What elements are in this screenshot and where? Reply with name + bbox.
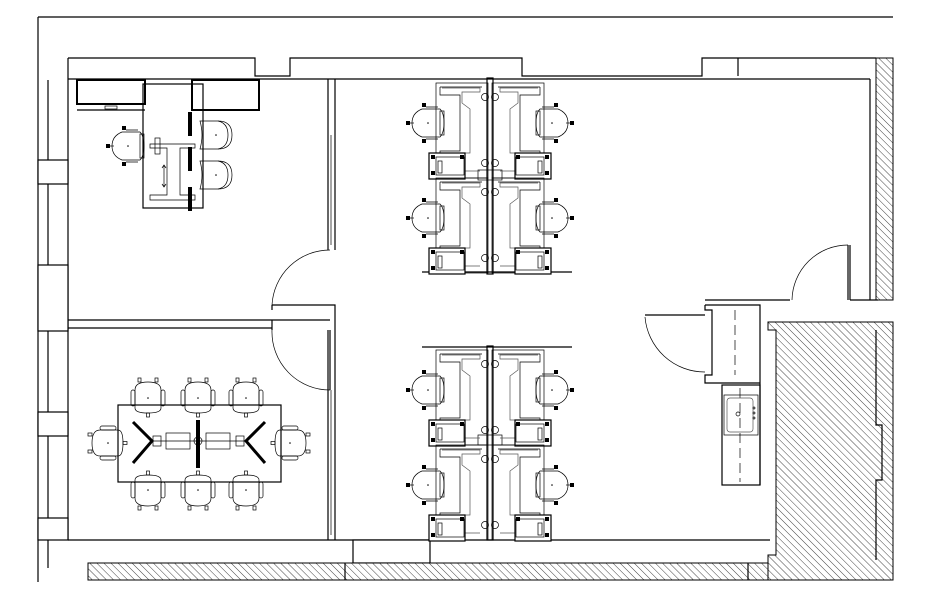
workstation-desk [428,177,490,275]
office-chair [105,125,145,167]
workstation-desk [490,177,552,275]
conference-chair [180,470,216,511]
doors [271,244,849,391]
door-kitchenette [644,314,706,373]
workstation-desk [428,82,490,180]
workstation-cluster-south [422,345,572,541]
workstation-chair [535,369,575,411]
partitions [68,79,336,540]
table-base [131,420,267,468]
workstation-chair [535,102,575,144]
conference-chair [270,425,311,461]
workstation-chair [405,464,445,506]
workstation-chair [405,369,445,411]
conference-chair [180,377,216,418]
conference-chair [228,470,264,511]
workstation-chair [405,197,445,239]
workstation-desk [428,444,490,542]
workstation-chair [535,464,575,506]
workstation-desk [428,349,490,447]
kitchenette [704,304,761,486]
door-conference-room [271,329,331,391]
workstation-desk [490,82,552,180]
workstation-desk [490,349,552,447]
workstation-desk [490,444,552,542]
conference-chair [130,377,166,418]
sink [723,394,759,436]
door-corridor [791,244,849,301]
office-desk [142,83,204,209]
conference-chair [87,425,128,461]
building-shell [37,16,894,582]
visitor-chair [199,160,233,190]
conference-chair [130,470,166,511]
conference-table [117,404,282,483]
conference-room [117,404,282,483]
door-private-office [271,249,331,310]
workstation-chair [405,102,445,144]
workstation-chair [535,197,575,239]
conference-chair [228,377,264,418]
private-office [76,79,260,211]
visitor-chair [199,120,233,150]
